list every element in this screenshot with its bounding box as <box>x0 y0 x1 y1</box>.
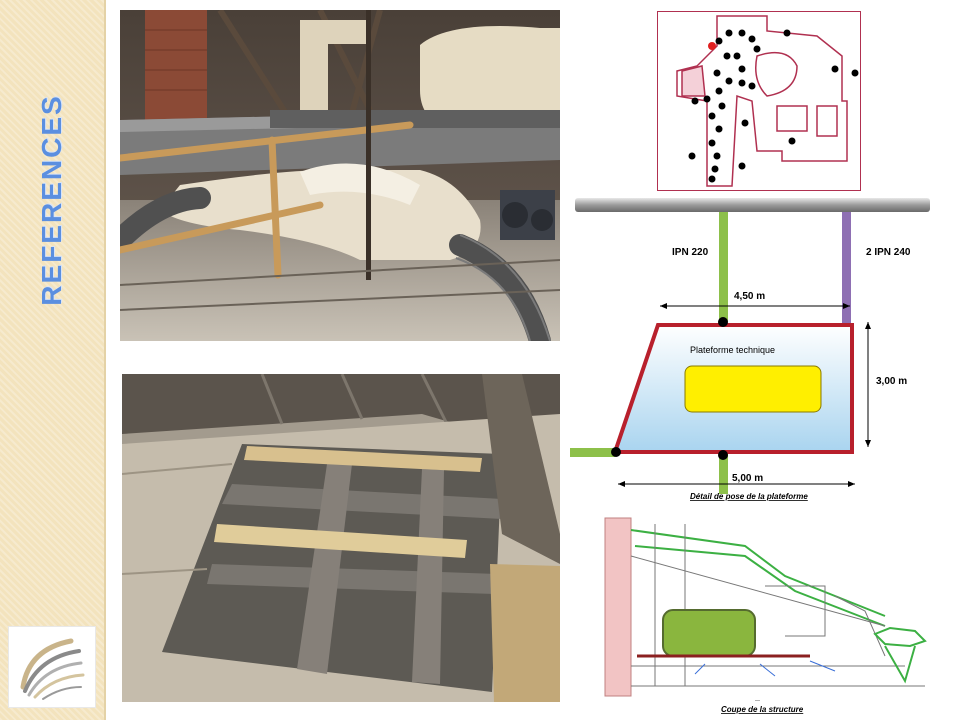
equipment-block <box>684 365 822 413</box>
floor-opening-photo <box>122 374 560 702</box>
section-caption: Coupe de la structure <box>721 705 804 714</box>
dim-side: 3,00 m <box>876 376 907 387</box>
site-floor-plan <box>657 11 861 191</box>
svg-text:—: — <box>755 698 760 704</box>
platform-caption: Détail de pose de la plateforme <box>690 492 808 501</box>
structure-section-drawing: — Coupe de la structure <box>585 516 945 716</box>
section-equipment <box>662 609 756 657</box>
attic-duct-photo <box>120 10 560 341</box>
platform-label: Plateforme technique <box>690 345 775 355</box>
label-ipn-left: IPN 220 <box>672 247 709 258</box>
sidebar <box>0 0 104 720</box>
swirl-logo-icon <box>8 626 96 708</box>
ipn-left-beam <box>719 212 728 322</box>
slide-title: REFERENCES <box>36 94 67 306</box>
ipn-right-beam <box>842 212 851 324</box>
sidebar-divider <box>104 0 106 720</box>
platform-detail-drawing: IPN 220 2 IPN 240 4,50 m Plateforme tech… <box>570 192 940 510</box>
dim-top: 4,50 m <box>734 291 765 302</box>
label-ipn-right: 2 IPN 240 <box>866 247 911 258</box>
dim-bottom: 5,00 m <box>732 473 763 484</box>
